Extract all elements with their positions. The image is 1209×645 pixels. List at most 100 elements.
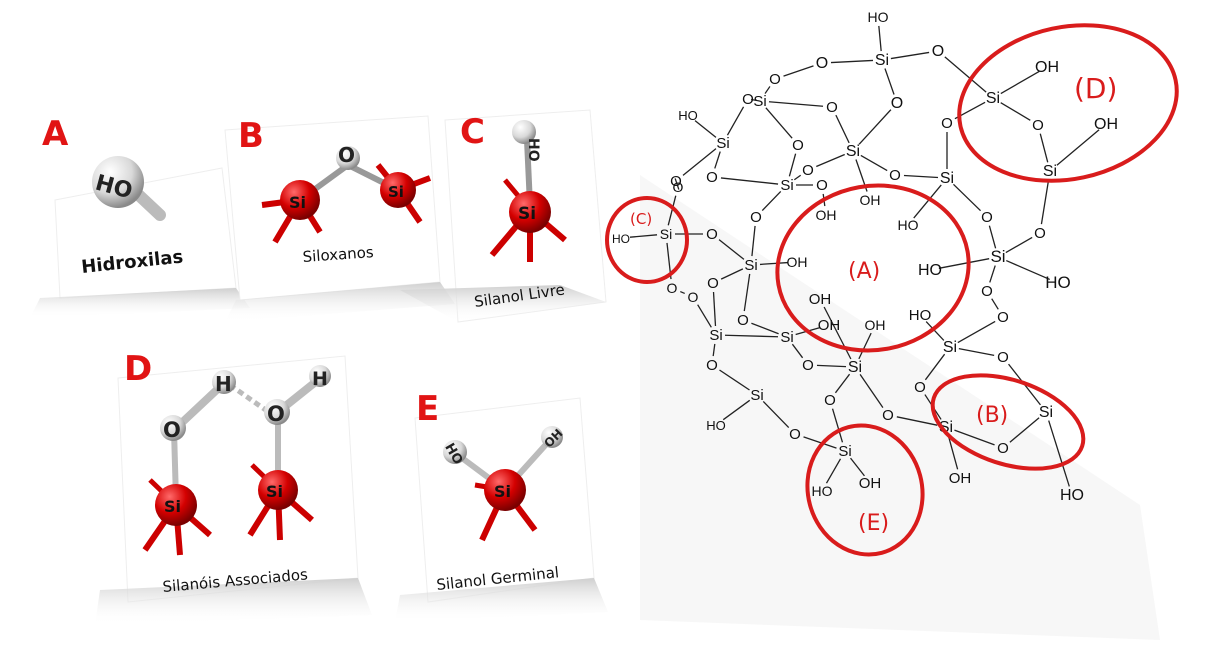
region-c-label: (C) <box>630 210 652 228</box>
region-markers: (A) (D) (B) (C) (E) <box>605 23 1179 557</box>
panel-a-letter: A <box>42 114 69 154</box>
network-atom-o: O <box>941 115 953 132</box>
network-atom-o: O <box>816 55 828 72</box>
network-atom-oh: OH <box>816 207 837 223</box>
network-bond <box>1056 129 1100 166</box>
network-bond <box>674 178 680 190</box>
network-atom-o: O <box>706 357 718 374</box>
network-atom-si: Si <box>750 387 763 404</box>
network-atom-oh: OH <box>818 317 841 334</box>
network-bond <box>954 429 995 446</box>
network-bond <box>859 374 884 408</box>
network-atom-ho: HO <box>918 262 942 279</box>
network-atom-ho: HO <box>909 307 932 324</box>
network-atom-si: Si <box>1043 163 1057 180</box>
network-bond <box>884 68 895 95</box>
network-bond <box>791 343 804 359</box>
network-bond <box>793 174 802 181</box>
network-atom-o: O <box>914 379 926 396</box>
network-bond <box>988 225 997 249</box>
panel-d-letter: D <box>124 349 152 389</box>
network-bond <box>989 265 996 283</box>
network-bond <box>726 106 745 136</box>
network-bond <box>719 369 750 391</box>
network-atom-si: Si <box>875 52 889 69</box>
network-bond <box>714 151 721 169</box>
network-bond <box>958 348 995 356</box>
network-atom-o: O <box>889 167 901 184</box>
network-bond <box>694 120 717 138</box>
network-atom-o: O <box>997 440 1009 457</box>
network-atom-si: Si <box>709 327 722 344</box>
network-bond <box>720 177 779 185</box>
network-atom-si: Si <box>848 359 862 376</box>
network-bond <box>788 153 797 177</box>
network-bond <box>1039 133 1049 163</box>
region-e-label: (E) <box>858 511 889 536</box>
network-bond <box>957 320 996 344</box>
network-atom-o: O <box>997 349 1009 366</box>
network-atom-o: O <box>826 99 838 116</box>
network-bond <box>724 334 779 338</box>
network-atom-oh: OH <box>1035 59 1059 76</box>
network-bond <box>938 258 990 269</box>
associated-o-2: O <box>267 402 285 426</box>
network-atom-si: Si <box>744 257 757 274</box>
associated-h-2: H <box>312 368 328 390</box>
region-a-label: (A) <box>848 259 880 284</box>
network-atom-o: O <box>1032 117 1044 134</box>
network-bond <box>1005 236 1033 254</box>
region-e-ring <box>805 423 925 557</box>
network-atom-ho: HO <box>898 217 919 233</box>
network-bond <box>878 25 882 52</box>
network-atom-o: O <box>688 289 699 305</box>
network-atom-o: O <box>706 226 718 243</box>
network-atom-o: O <box>816 177 828 194</box>
network-bond <box>903 174 939 179</box>
network-bond <box>944 56 987 93</box>
network-bond <box>991 298 999 310</box>
network-atom-ho: HO <box>678 108 698 123</box>
network-atom-o: O <box>673 179 684 195</box>
network-atom-o: O <box>667 280 678 296</box>
network-bond <box>764 86 771 94</box>
network-bond <box>712 291 717 327</box>
network-bond <box>831 408 844 443</box>
network-bond <box>825 458 842 484</box>
network-atom-o: O <box>891 95 903 112</box>
network-bond <box>722 399 751 421</box>
network-atom-ho: HO <box>1060 487 1084 504</box>
network-atom-oh: OH <box>859 475 882 492</box>
network-bond <box>913 184 942 219</box>
network-bond <box>924 353 946 381</box>
network-bond <box>816 364 847 368</box>
network-atom-o: O <box>882 407 894 424</box>
panel-b-caption: Siloxanos <box>302 243 374 266</box>
network-atom-si: Si <box>838 443 851 460</box>
network-atom-ho: HO <box>706 418 726 433</box>
network-atom-o: O <box>706 169 718 186</box>
network-atom-ho: HO <box>612 232 630 246</box>
siloxane-oxygen: O <box>338 143 355 167</box>
network-bond <box>682 148 717 176</box>
network-atom-o: O <box>670 173 682 190</box>
network-bond <box>858 332 872 360</box>
network-atom-si: Si <box>753 93 766 110</box>
network-bond <box>718 239 745 260</box>
network-atom-o: O <box>792 137 804 154</box>
siloxane-si-1: Si <box>289 193 306 212</box>
network-bond <box>629 234 658 238</box>
network-bond <box>925 321 945 341</box>
network-atom-o: O <box>769 71 781 88</box>
network-atom-si: Si <box>940 170 954 187</box>
network-atom-ho: HO <box>812 483 833 499</box>
network-bond <box>720 268 744 280</box>
free-silanol-si: Si <box>518 204 536 224</box>
network-atom-si: Si <box>943 339 957 356</box>
region-a-ring <box>775 183 971 353</box>
network-atom-o: O <box>742 91 754 108</box>
network-bond <box>667 195 677 226</box>
network-atom-o: O <box>932 43 944 60</box>
panel-b-letter: B <box>238 116 264 156</box>
